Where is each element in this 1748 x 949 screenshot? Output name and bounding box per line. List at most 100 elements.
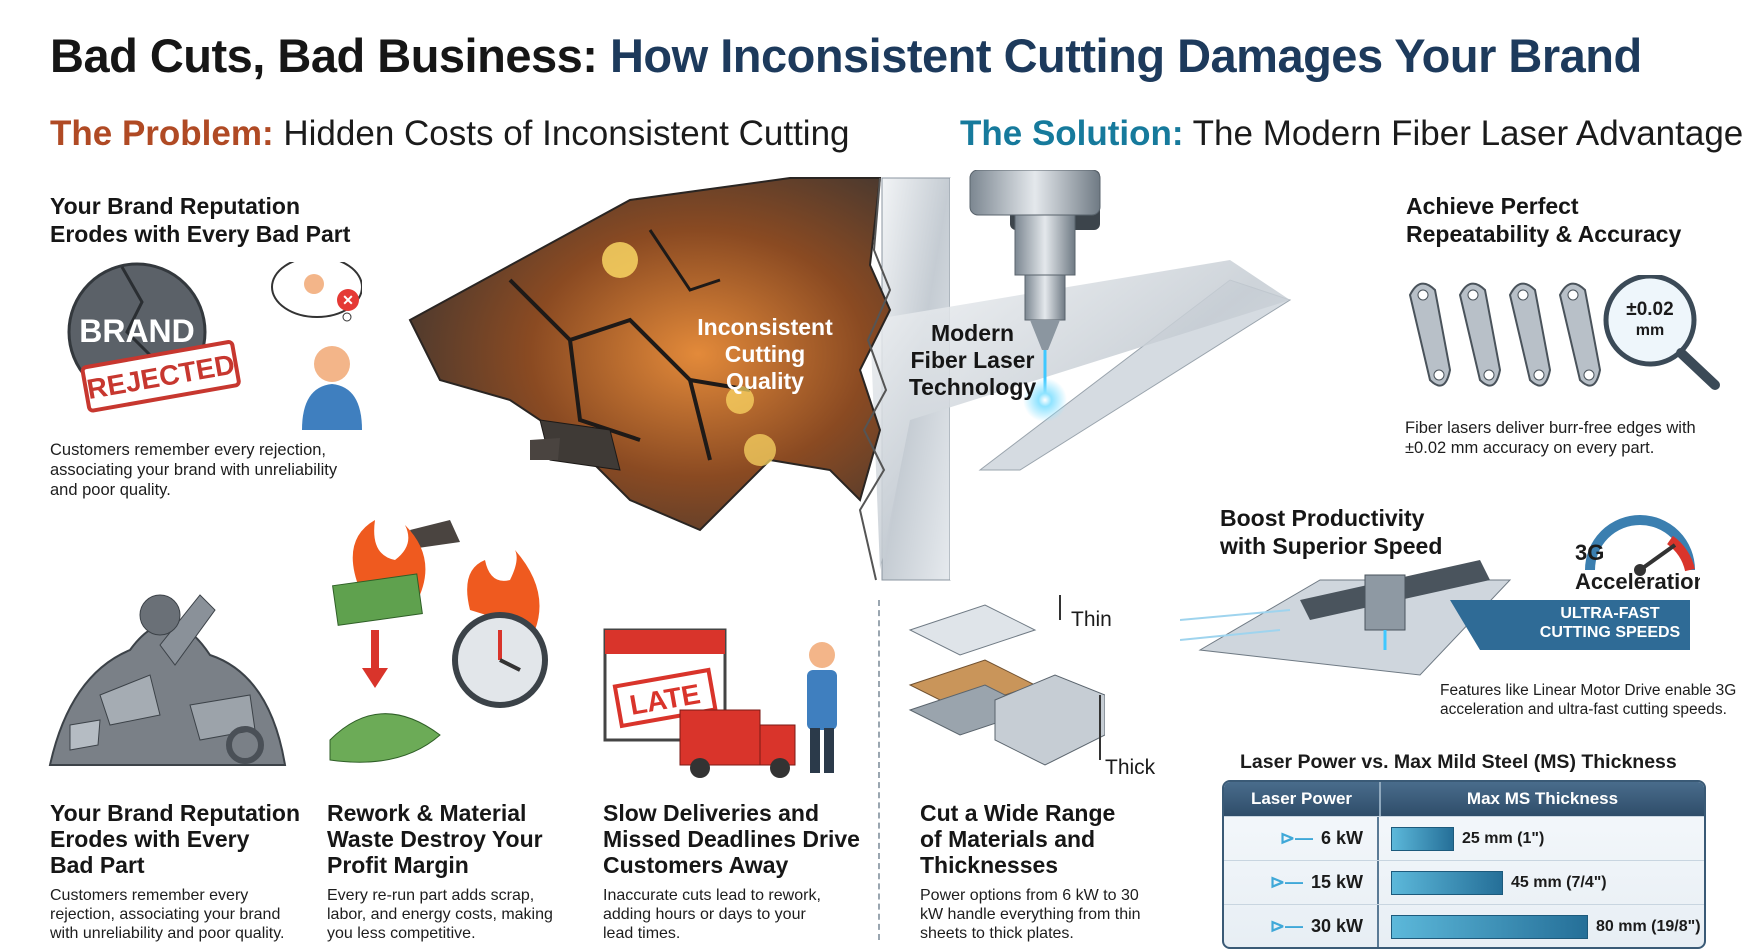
inconsistent-cutting-label: Inconsistent Cutting Quality xyxy=(690,314,840,395)
heading-line: Repeatability & Accuracy xyxy=(1406,221,1682,247)
bottom-card-3-heading: Slow Deliveries and Missed Deadlines Dri… xyxy=(603,800,860,878)
heading-line: Erodes with Every xyxy=(50,826,250,852)
desc-line: rejection, associating your brand xyxy=(50,906,281,923)
laser-nozzle-icon: ⊳— xyxy=(1269,916,1303,936)
heading-line: Achieve Perfect xyxy=(1406,193,1579,219)
col-laser-power: Laser Power xyxy=(1224,782,1381,816)
brand-description: Customers remember every rejection, asso… xyxy=(50,440,337,500)
thickness-bar xyxy=(1391,870,1503,895)
desc-line: associating your brand with unreliabilit… xyxy=(50,461,338,479)
cracked-metal xyxy=(408,177,892,548)
laser-nozzle-icon: ⊳— xyxy=(1279,828,1313,848)
power-row: ⊳—30 kW 80 mm (19/8") xyxy=(1224,904,1704,947)
problem-key: The Problem: xyxy=(50,114,274,153)
central-illustration xyxy=(408,170,1292,581)
solution-text: The Modern Fiber Laser Advantage xyxy=(1192,114,1744,153)
heading-line: Thicknesses xyxy=(920,852,1059,878)
thickness-value: 25 mm (1") xyxy=(1462,829,1545,847)
fiber-laser-label: Modern Fiber Laser Technology xyxy=(895,320,1050,401)
laser-head-illustration xyxy=(969,170,1101,422)
label-line: Cutting xyxy=(724,341,806,367)
problem-text: Hidden Costs of Inconsistent Cutting xyxy=(283,114,850,153)
speed-machine-illustration: 3G Acceleration xyxy=(1180,515,1700,676)
bottom-card-2-heading: Rework & Material Waste Destroy Your Pro… xyxy=(327,800,543,878)
brackets-illustration: ±0.02 mm xyxy=(1408,275,1720,390)
bottom-card-4-heading: Cut a Wide Range of Materials and Thickn… xyxy=(920,800,1115,878)
gauge-label: 3G xyxy=(1575,540,1604,565)
bottom-card-2-desc: Every re-run part adds scrap, labor, and… xyxy=(327,886,553,943)
power-cell: ⊳—30 kW xyxy=(1224,905,1379,947)
material-plates-illustration xyxy=(908,595,1105,766)
thick-label: Thick xyxy=(1105,756,1156,779)
speed-description: Features like Linear Motor Drive enable … xyxy=(1440,681,1736,719)
desc-line: you less competitive. xyxy=(327,925,476,942)
heading-line: with Superior Speed xyxy=(1220,533,1443,559)
label-line: Technology xyxy=(908,374,1037,400)
heading-line: Profit Margin xyxy=(327,852,469,878)
heading-line: Your Brand Reputation xyxy=(50,800,301,826)
thickness-value: 80 mm (19/8") xyxy=(1596,917,1701,935)
bottom-card-1-desc: Customers remember every rejection, asso… xyxy=(50,886,285,943)
money-fire-illustration xyxy=(329,520,548,763)
title-part-2: How Inconsistent Cutting Damages Your Br… xyxy=(609,29,1642,82)
accuracy-unit: mm xyxy=(1636,322,1664,339)
speed-heading: Boost Productivity with Superior Speed xyxy=(1220,504,1442,560)
thin-label: Thin xyxy=(1071,608,1112,631)
heading-line: of Materials and xyxy=(920,826,1096,852)
label-line: Inconsistent xyxy=(697,314,833,340)
laser-nozzle-icon: ⊳— xyxy=(1269,872,1303,892)
problem-subtitle: The Problem: Hidden Costs of Inconsisten… xyxy=(50,114,850,154)
banner-line: CUTTING SPEEDS xyxy=(1539,624,1681,641)
desc-line: with unreliability and poor quality. xyxy=(50,925,285,942)
thickness-cell: 25 mm (1") xyxy=(1379,817,1704,860)
heading-line: Cut a Wide Range xyxy=(920,800,1116,826)
heading-line: Rework & Material xyxy=(327,800,527,826)
bottom-card-4-desc: Power options from 6 kW to 30 kW handle … xyxy=(920,886,1141,943)
late-delivery-illustration: LATE xyxy=(603,628,837,778)
solution-key: The Solution: xyxy=(960,114,1184,153)
banner-line: ULTRA-FAST xyxy=(1560,605,1660,622)
scrap-pile-illustration xyxy=(48,594,287,766)
col-max-thickness: Max MS Thickness xyxy=(1466,789,1619,808)
heading-line: Your Brand Reputation xyxy=(50,193,301,219)
speed-banner: ULTRA-FAST CUTTING SPEEDS xyxy=(1520,604,1700,642)
heading-line: Erodes with Every Bad Part xyxy=(50,221,351,247)
desc-line: labor, and energy costs, making xyxy=(327,906,553,923)
power-table-header: Laser Power Max MS Thickness xyxy=(1224,782,1704,816)
bottom-card-3-desc: Inaccurate cuts lead to rework, adding h… xyxy=(603,886,821,943)
brand-badge-text: BRAND xyxy=(79,313,195,349)
svg-text:✕: ✕ xyxy=(342,292,354,308)
thickness-cell: 45 mm (7/4") xyxy=(1379,861,1704,904)
power-row: ⊳— 6 kW 25 mm (1") xyxy=(1224,816,1704,860)
section-divider xyxy=(878,600,880,940)
title-part-1: Bad Cuts, Bad Business: xyxy=(50,29,598,82)
desc-line: Every re-run part adds scrap, xyxy=(327,887,535,904)
heading-line: Missed Deadlines Drive xyxy=(603,826,860,852)
desc-line: Fiber lasers deliver burr-free edges wit… xyxy=(1405,419,1696,437)
desc-line: Features like Linear Motor Drive enable … xyxy=(1440,682,1737,699)
heading-line: Bad Part xyxy=(50,852,145,878)
thickness-bar xyxy=(1391,914,1588,939)
heading-line: Waste Destroy Your xyxy=(327,826,543,852)
power-value: 6 kW xyxy=(1320,828,1363,848)
acceleration-label: Acceleration xyxy=(1575,569,1700,594)
brand-heading: Your Brand Reputation Erodes with Every … xyxy=(50,192,350,248)
thickness-cell: 80 mm (19/8") xyxy=(1379,905,1704,947)
heading-line: Customers Away xyxy=(603,852,789,878)
brand-rejected-illustration: BRAND REJECTED ✕ xyxy=(67,262,362,430)
desc-line: sheets to thick plates. xyxy=(920,925,1074,942)
desc-line: adding hours or days to your xyxy=(603,906,806,923)
thickness-value: 45 mm (7/4") xyxy=(1511,873,1607,891)
desc-line: and poor quality. xyxy=(50,481,171,499)
heading-line: Slow Deliveries and xyxy=(603,800,820,826)
power-row: ⊳—15 kW 45 mm (7/4") xyxy=(1224,860,1704,904)
desc-line: Inaccurate cuts lead to rework, xyxy=(603,887,821,904)
power-cell: ⊳— 6 kW xyxy=(1224,817,1379,860)
accuracy-heading: Achieve Perfect Repeatability & Accuracy xyxy=(1406,192,1681,248)
desc-line: Customers remember every xyxy=(50,887,249,904)
thickness-bar xyxy=(1391,826,1454,851)
desc-line: Customers remember every rejection, xyxy=(50,441,327,459)
power-table: Laser Power Max MS Thickness ⊳— 6 kW 25 m… xyxy=(1222,780,1706,949)
heading-line: Boost Productivity xyxy=(1220,505,1425,531)
label-line: Fiber Laser xyxy=(910,347,1035,373)
